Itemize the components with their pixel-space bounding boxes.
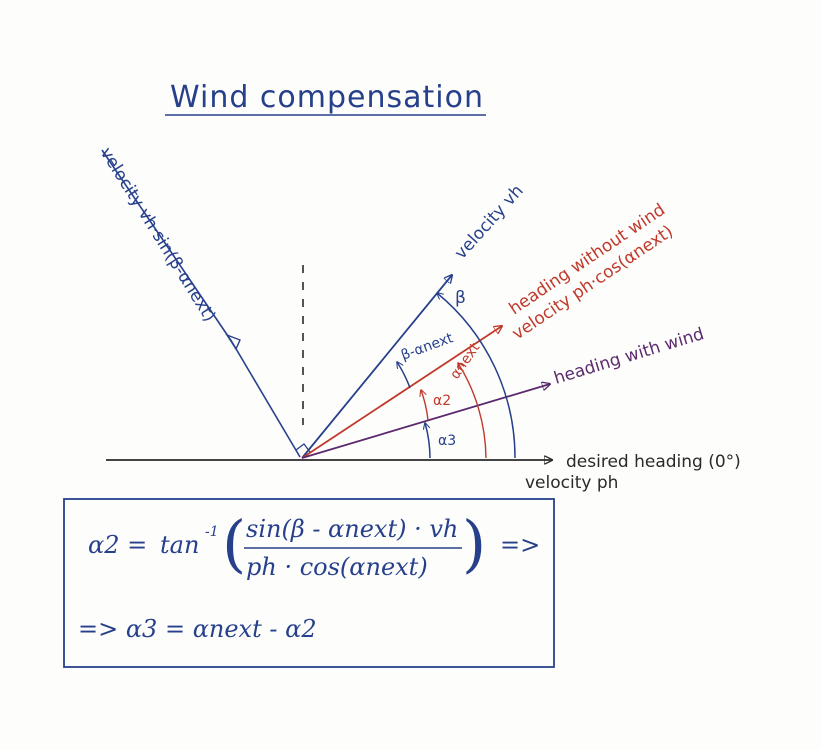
formula-line-2: => α3 = αnext - α2 — [78, 615, 317, 643]
formula-box — [63, 498, 555, 668]
perpendicular-line — [231, 341, 301, 458]
label-velocity-vh: velocity vh — [451, 181, 528, 263]
alpha-next-angle-arc — [458, 363, 487, 459]
alpha-3-angle-arc — [425, 423, 431, 459]
label-vh-sin: velocity vh·sin(β-αnext) — [96, 144, 220, 326]
beta-angle-arc — [437, 293, 516, 459]
formula-numerator: sin(β - αnext) · vh — [246, 515, 458, 543]
label-desired-heading: desired heading (0°) — [566, 452, 741, 472]
vh-sin-line — [101, 149, 233, 343]
diagram-title: Wind compensation — [170, 80, 484, 115]
label-beta: β — [455, 288, 466, 308]
label-velocity-ph: velocity ph — [525, 473, 618, 493]
formula-func-sup: -1 — [205, 524, 219, 540]
label-alpha-2: α2 — [433, 393, 451, 409]
label-beta-minus-alpha-next: β-αnext — [399, 330, 456, 364]
alpha-2-angle-arc — [421, 390, 429, 421]
label-heading-with-wind: heading with wind — [552, 324, 707, 389]
formula-implies: => — [500, 531, 540, 559]
formula-lhs: α2 = — [88, 531, 147, 559]
formula-func: tan — [160, 531, 199, 559]
formula-right-paren: ) — [462, 507, 486, 580]
beta-minus-alpha-next-arc — [397, 362, 411, 389]
heading-without-wind-arrow — [301, 326, 502, 459]
vh-sin-arrowhead-icon — [225, 333, 241, 351]
formula-denominator: ph · cos(αnext) — [246, 553, 428, 581]
heading-with-wind-arrow — [301, 384, 550, 459]
label-alpha-3: α3 — [438, 433, 456, 449]
velocity-vh-arrow — [301, 275, 452, 459]
formula-left-paren: ( — [222, 507, 246, 580]
